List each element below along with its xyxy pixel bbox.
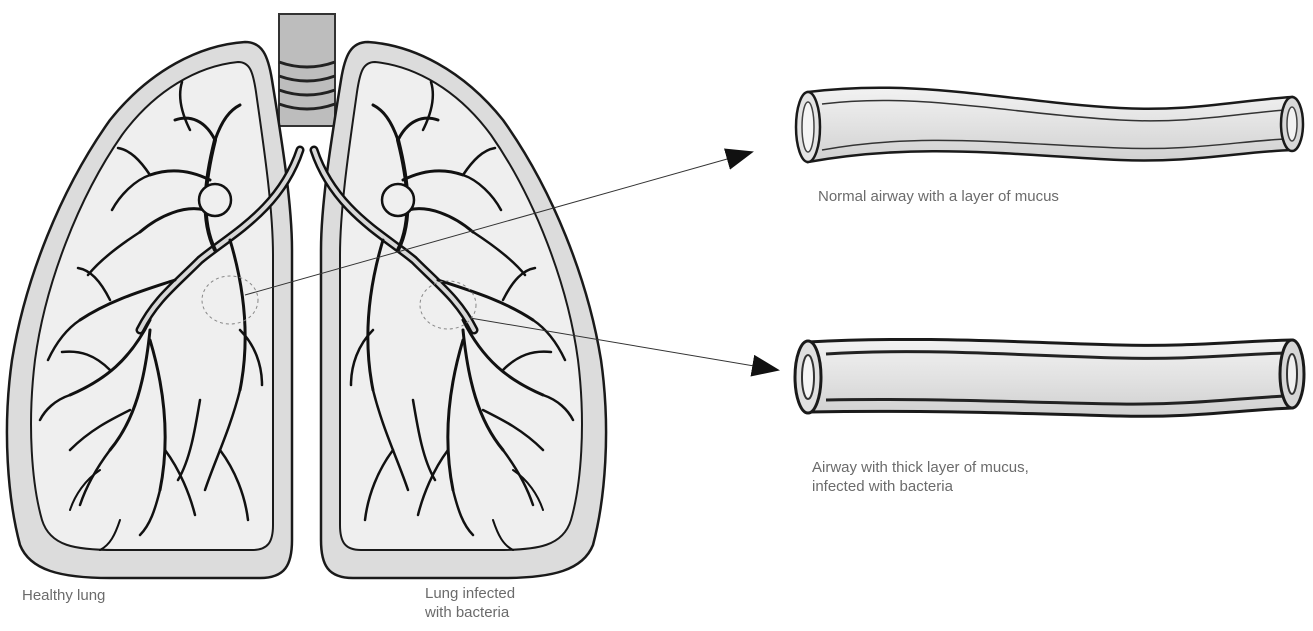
healthy-lung-label: Healthy lung <box>22 586 105 605</box>
thick-mucus-airway-tube <box>795 339 1304 416</box>
trachea <box>279 14 335 126</box>
infected-lung-label-line2: with bacteria <box>425 603 515 622</box>
infected-lung-label: Lung infected with bacteria <box>425 584 515 622</box>
healthy-lung <box>7 42 300 578</box>
infected-lung-label-line1: Lung infected <box>425 584 515 603</box>
thick-airway-label: Airway with thick layer of mucus, infect… <box>812 458 1029 496</box>
infected-lung <box>314 42 606 578</box>
normal-airway-label: Normal airway with a layer of mucus <box>818 187 1059 206</box>
normal-airway-tube <box>796 88 1303 162</box>
thick-airway-label-line2: infected with bacteria <box>812 477 1029 496</box>
thick-airway-label-line1: Airway with thick layer of mucus, <box>812 458 1029 477</box>
